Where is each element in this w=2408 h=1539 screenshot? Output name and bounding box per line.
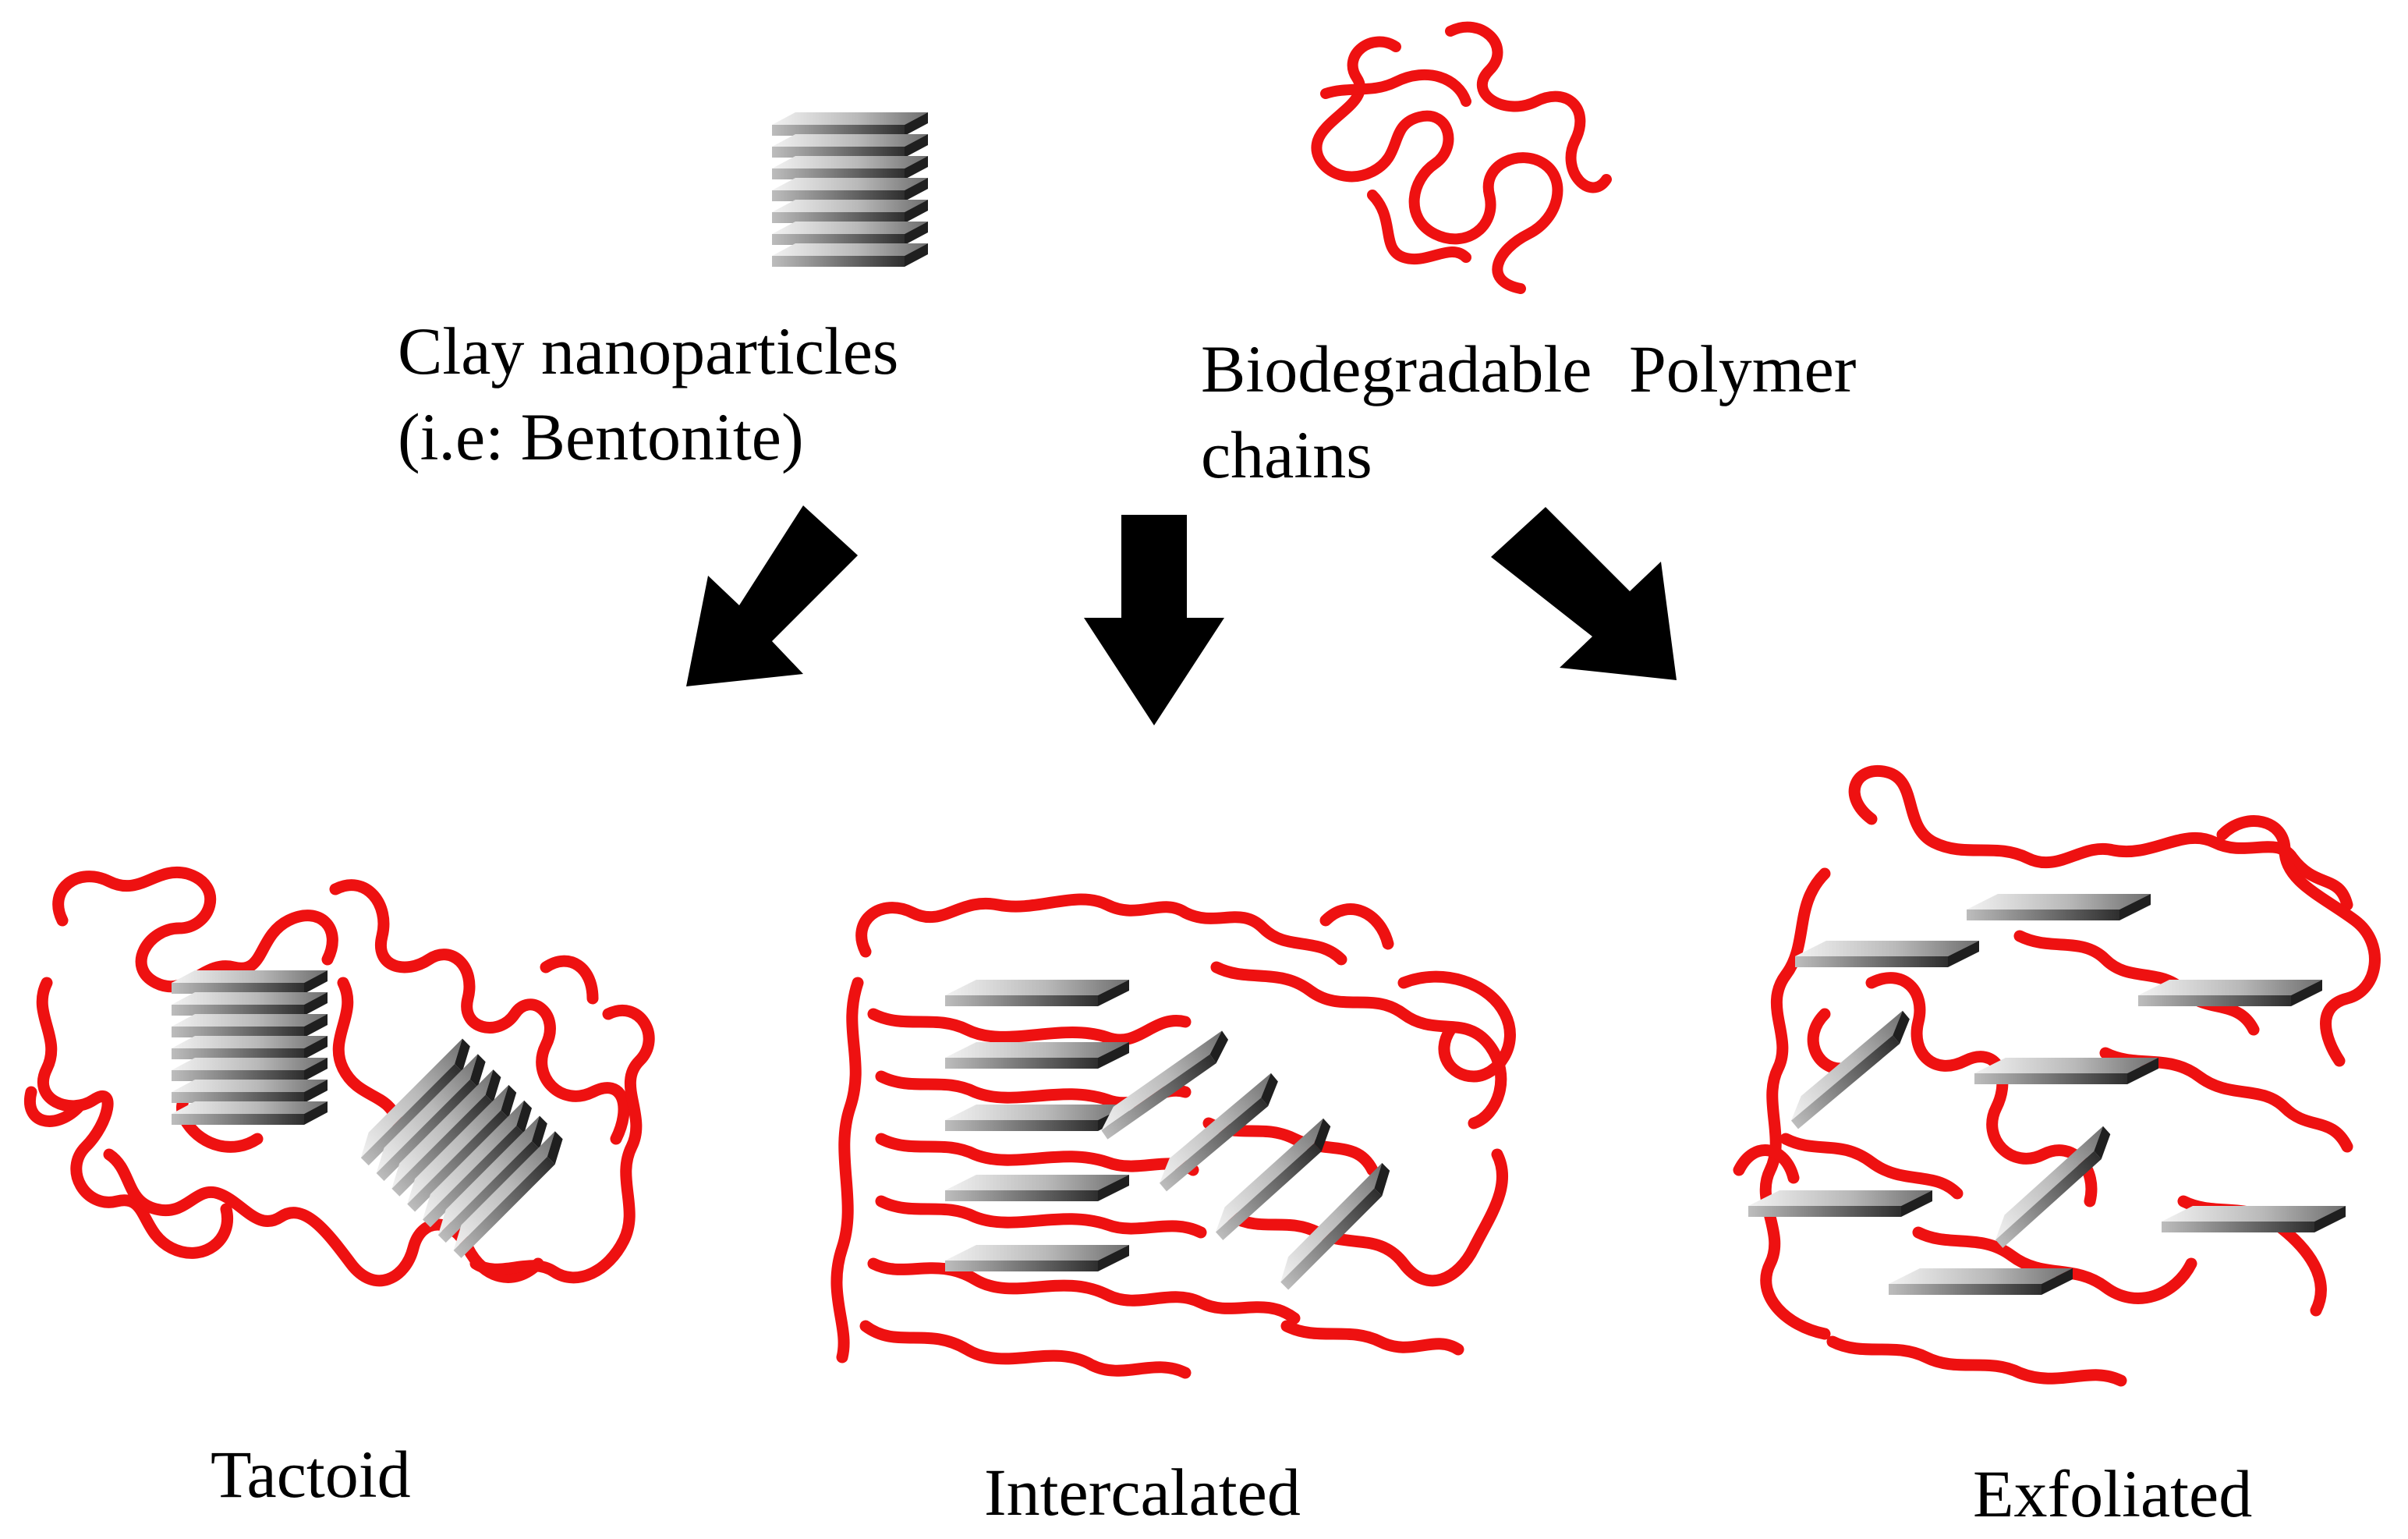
arrow-to-exfoliated-icon [1491,507,1677,680]
intercalated-polymer-chains [830,893,1516,1379]
polymer-coil-icon [1311,21,1612,294]
polymer-label-line1: Biodegradable Polymer [1201,332,1857,406]
tactoid-polymer-chains [24,866,655,1287]
intercalated-structure [830,893,1516,1379]
arrow-to-tactoid-icon [686,505,858,686]
exfoliated-label-text: Exfoliated [1973,1456,2253,1531]
exfoliated-structure [1733,765,2381,1387]
clay-nanoparticles-label: Clay nanoparticles (i.e: Bentonite) [398,308,898,480]
arrow-to-intercalated-icon [1084,515,1224,725]
exfoliated-label: Exfoliated [1973,1451,2252,1537]
intercalated-label-text: Intercalated [984,1455,1301,1530]
tactoid-structure [24,866,655,1287]
tactoid-label: Tactoid [211,1431,411,1517]
clay-label-line2: (i.e: Bentonite) [398,399,804,474]
biodegradable-polymer-label: Biodegradable Polymer chains [1201,326,1856,498]
polymer-label-line2: chains [1201,417,1372,492]
intercalated-label: Intercalated [984,1449,1301,1535]
tactoid-label-text: Tactoid [211,1437,411,1512]
clay-stack-icon [772,112,928,267]
clay-label-line1: Clay nanoparticles [398,314,899,388]
